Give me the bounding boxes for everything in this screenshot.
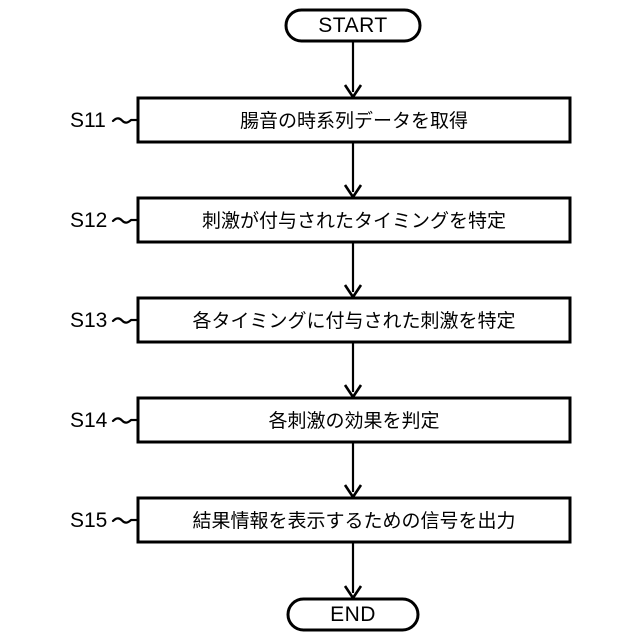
end-terminator: END [286, 597, 420, 632]
step-box-s15[interactable] [136, 496, 572, 544]
step-label-s11: S11 [70, 109, 106, 132]
tilde-connector-s15 [111, 517, 133, 524]
start-terminator: START [284, 8, 422, 43]
step-s11[interactable]: S11 腸音の時系列データを取得 [70, 96, 572, 144]
step-label-s12: S12 [70, 209, 107, 232]
step-label-s13: S13 [70, 309, 107, 332]
connector-s12-to-s13 [343, 242, 363, 300]
connector-s15-to-end [343, 542, 363, 601]
start-terminator-label: START [318, 14, 387, 37]
step-s14[interactable]: S14 各刺激の効果を判定 [70, 396, 572, 444]
step-box-s14[interactable] [136, 396, 572, 444]
step-text-s12: 刺激が付与されたタイミングを特定 [202, 210, 506, 232]
step-s12[interactable]: S12 刺激が付与されたタイミングを特定 [70, 196, 572, 244]
step-text-s14: 各刺激の効果を判定 [268, 410, 439, 432]
connector-s13-to-s14 [343, 342, 363, 400]
connector-s14-to-s15 [343, 442, 363, 500]
end-terminator-shape [286, 597, 420, 632]
tilde-connector-s14 [111, 417, 133, 424]
step-text-s11: 腸音の時系列データを取得 [240, 110, 468, 132]
step-label-s14: S14 [70, 409, 108, 432]
step-s13[interactable]: S13 各タイミングに付与された刺激を特定 [70, 296, 572, 344]
connector-start-to-s11 [343, 41, 363, 100]
tilde-connector-s13 [111, 317, 133, 324]
end-terminator-label: END [330, 603, 376, 626]
step-s15[interactable]: S15 結果情報を表示するための信号を出力 [70, 496, 572, 544]
tilde-connector-s12 [111, 217, 133, 224]
tilde-connector-s11 [111, 117, 133, 124]
step-text-s15: 結果情報を表示するための信号を出力 [192, 510, 515, 532]
step-text-s13: 各タイミングに付与された刺激を特定 [192, 310, 515, 332]
connector-s11-to-s12 [343, 142, 363, 200]
step-label-s15: S15 [70, 509, 107, 532]
